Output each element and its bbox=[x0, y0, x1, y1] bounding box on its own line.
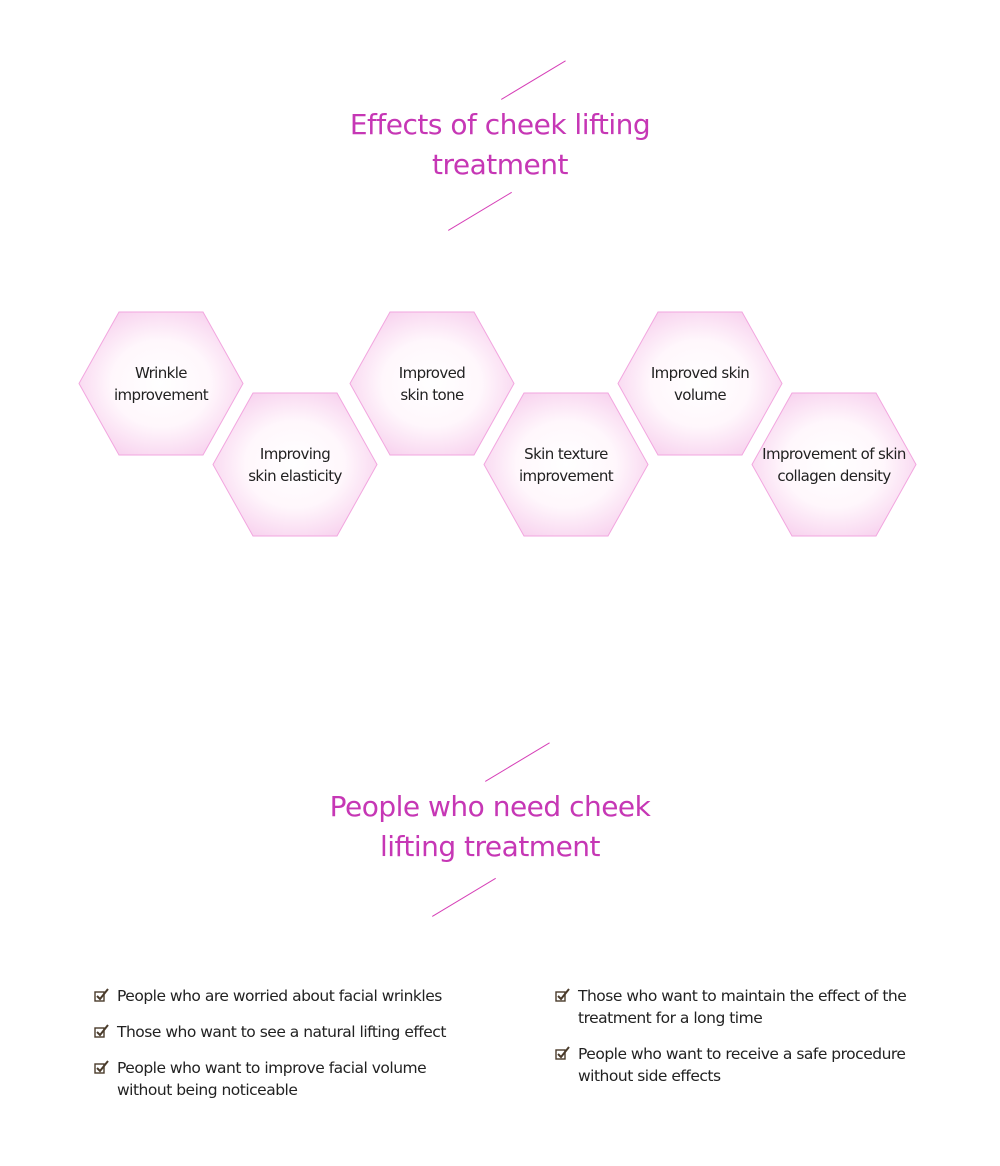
effect-label: Improved skin volume bbox=[617, 311, 783, 456]
effect-label-line1: Improved skin bbox=[650, 363, 750, 382]
effect-label-line2: skin elasticity bbox=[248, 466, 342, 485]
effect-label: Improving skin elasticity bbox=[212, 392, 378, 537]
list-item-text: People who want to improve facial volume bbox=[117, 1059, 427, 1077]
effects-title-line2: treatment bbox=[432, 148, 568, 181]
people-title-line1: People who need cheek bbox=[329, 790, 651, 823]
people-list-left: People who are worried about facial wrin… bbox=[94, 985, 494, 1115]
people-list-right: Those who want to maintain the effect of… bbox=[555, 985, 955, 1101]
effect-hexagon: Skin texture improvement bbox=[483, 392, 649, 537]
checkbox-check-icon bbox=[94, 1024, 109, 1038]
list-item: People who are worried about facial wrin… bbox=[94, 985, 494, 1007]
people-title: People who need cheek lifting treatment bbox=[0, 787, 990, 867]
effect-label-line1: Improvement of skin bbox=[762, 444, 906, 463]
checkbox-check-icon bbox=[94, 1060, 109, 1074]
effects-title-line1: Effects of cheek lifting bbox=[349, 108, 651, 141]
list-item-text: Those who want to maintain the effect of… bbox=[578, 987, 907, 1005]
hexagon-shape bbox=[751, 392, 917, 537]
list-item-text: Those who want to see a natural lifting … bbox=[117, 1023, 446, 1041]
hexagon-shape bbox=[212, 392, 378, 537]
list-item-text-line2: without being noticeable bbox=[117, 1081, 298, 1099]
effect-label: Improved skin tone bbox=[349, 311, 515, 456]
list-item: Those who want to maintain the effect of… bbox=[555, 985, 955, 1029]
checkbox-check-icon bbox=[555, 1046, 570, 1060]
decor-line-top bbox=[501, 60, 566, 100]
effect-label: Wrinkle improvement bbox=[78, 311, 244, 456]
decor-line-top bbox=[485, 742, 550, 782]
effect-label-line2: improvement bbox=[113, 385, 209, 404]
effect-label: Skin texture improvement bbox=[483, 392, 649, 537]
hexagon-shape bbox=[483, 392, 649, 537]
list-item-text: People who are worried about facial wrin… bbox=[117, 987, 442, 1005]
list-item: People who want to improve facial volume… bbox=[94, 1057, 494, 1101]
effect-label-line1: Skin texture bbox=[524, 444, 608, 463]
effect-label-line2: skin tone bbox=[400, 385, 464, 404]
effect-hexagon: Improved skin volume bbox=[617, 311, 783, 456]
decor-line-bottom bbox=[448, 191, 512, 231]
effect-label-line1: Wrinkle bbox=[135, 363, 187, 382]
list-item: Those who want to see a natural lifting … bbox=[94, 1021, 494, 1043]
effect-label-line2: collagen density bbox=[777, 466, 891, 485]
effect-hexagon: Wrinkle improvement bbox=[78, 311, 244, 456]
list-item: People who want to receive a safe proced… bbox=[555, 1043, 955, 1087]
list-item-text-line2: without side effects bbox=[578, 1067, 721, 1085]
effect-hexagon: Improvement of skin collagen density bbox=[751, 392, 917, 537]
effect-label-line2: improvement bbox=[518, 466, 614, 485]
effect-hexagon: Improving skin elasticity bbox=[212, 392, 378, 537]
decor-line-bottom bbox=[432, 877, 496, 917]
effects-title: Effects of cheek lifting treatment bbox=[0, 105, 1000, 185]
effect-label-line1: Improving bbox=[259, 444, 331, 463]
effect-label-line2: volume bbox=[674, 385, 727, 404]
effect-hexagon: Improved skin tone bbox=[349, 311, 515, 456]
checkbox-check-icon bbox=[94, 988, 109, 1002]
list-item-text: People who want to receive a safe proced… bbox=[578, 1045, 906, 1063]
list-item-text-line2: treatment for a long time bbox=[578, 1009, 763, 1027]
effect-label-line1: Improved bbox=[398, 363, 466, 382]
effect-label: Improvement of skin collagen density bbox=[751, 392, 917, 537]
checkbox-check-icon bbox=[555, 988, 570, 1002]
hexagon-shape bbox=[349, 311, 515, 456]
hexagon-shape bbox=[78, 311, 244, 456]
people-title-line2: lifting treatment bbox=[379, 830, 601, 863]
hexagon-shape bbox=[617, 311, 783, 456]
